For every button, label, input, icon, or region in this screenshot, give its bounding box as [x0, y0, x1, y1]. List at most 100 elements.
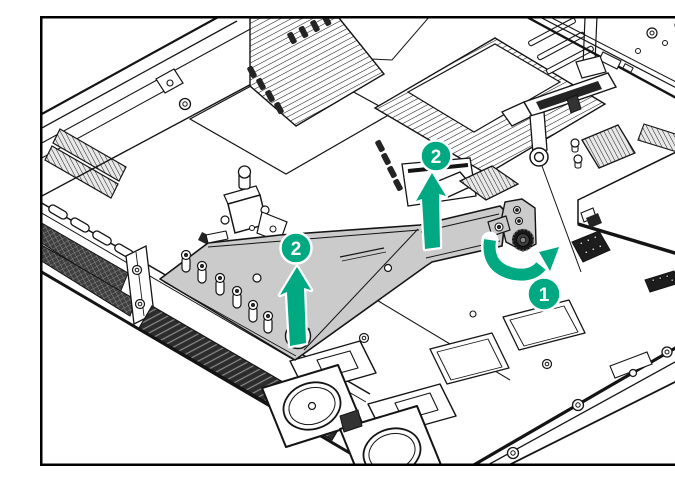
- wall-slot: [609, 351, 653, 379]
- rear-wall-edge: [537, 16, 675, 88]
- panel-edge: [541, 165, 582, 273]
- bracket-hole: [517, 219, 521, 223]
- riser-heatsink-fins: [458, 165, 520, 201]
- support-foot: [575, 55, 607, 79]
- rear-wall: [524, 16, 675, 99]
- dimm-latch: [393, 178, 403, 192]
- dimm-latches: [247, 16, 403, 192]
- guide-pin-cap: [237, 165, 252, 179]
- cage-edge-line: [207, 229, 420, 248]
- curved-rotate-arrow-icon: [483, 239, 546, 281]
- up-arrow-icon: [280, 267, 311, 346]
- screw-hole: [628, 368, 638, 378]
- screw-hole: [662, 40, 668, 46]
- thumbscrew-knob-icon[interactable]: [511, 228, 535, 252]
- heatsink-top-plate: [406, 43, 562, 133]
- fan-bracket: [339, 409, 363, 433]
- screw-hole: [664, 349, 670, 355]
- screw-hole: [269, 225, 277, 233]
- cage-slot: [341, 251, 387, 262]
- cage-edge-line: [303, 228, 419, 351]
- header-pins: [651, 274, 674, 282]
- dimm-latch: [287, 31, 297, 45]
- wall-edge: [485, 361, 675, 466]
- vent-band: [637, 123, 675, 152]
- standoff-bracket: [198, 165, 288, 250]
- wall-edge: [506, 380, 675, 466]
- cage-slot: [339, 247, 385, 258]
- server-riser-removal-diagram: 2 2 1: [40, 16, 675, 466]
- slot-cover-bar: [44, 145, 119, 199]
- psu-connector: [586, 213, 602, 228]
- floor-cutout: [429, 332, 510, 385]
- callout-badge: [419, 139, 453, 173]
- post-foot: [533, 151, 545, 163]
- screw-hole: [134, 267, 140, 273]
- dimm-latch: [265, 89, 275, 103]
- thumbscrew-center: [519, 236, 527, 244]
- slot-opening: [536, 81, 602, 110]
- cage-standoff-pins: [180, 249, 274, 334]
- dimm-latch: [247, 65, 257, 79]
- screw-hole: [249, 225, 255, 231]
- slot-cover-bar: [52, 128, 127, 182]
- up-arrow-icon: [416, 173, 446, 249]
- screw-hole: [469, 310, 477, 318]
- screw-hole: [510, 450, 516, 456]
- panel-slot: [48, 204, 68, 220]
- callout-step-2-lower: 2: [279, 231, 313, 265]
- psu-enclosure: [577, 151, 675, 254]
- dimm-latch: [256, 77, 266, 91]
- screw-hole: [575, 402, 581, 408]
- power-supply-bay: [571, 151, 675, 293]
- rail-edge: [40, 16, 221, 116]
- screw-hole: [182, 101, 188, 107]
- connector-pins: [579, 235, 603, 255]
- riser-cage: [159, 198, 537, 361]
- floor-cutout-inner: [436, 338, 503, 381]
- bracket-hole: [496, 224, 502, 230]
- panel-slot: [92, 230, 112, 246]
- screw-hole: [166, 79, 174, 87]
- screw-hole: [649, 30, 655, 36]
- callout-number: 2: [431, 147, 442, 168]
- fan-hub: [307, 401, 317, 411]
- dimm-latch: [298, 25, 309, 39]
- screw-hole: [361, 335, 367, 341]
- cage-edge-line: [163, 281, 297, 357]
- dimm-latch: [381, 152, 391, 166]
- vent-mesh: [40, 243, 137, 317]
- callout-step-1: 1: [526, 276, 562, 312]
- callout-number: 1: [539, 285, 550, 306]
- rear-wall-edge: [551, 17, 675, 82]
- panel-slot: [70, 217, 90, 233]
- retainer-clip: [566, 94, 582, 114]
- diagram-canvas: 2 2 1: [40, 16, 675, 466]
- rear-wall-edge: [524, 16, 675, 99]
- bracket-post: [529, 111, 548, 155]
- cage-hole: [383, 263, 393, 273]
- curved-rotate-arrow-head: [539, 247, 559, 271]
- thumbscrew-knurl: [511, 228, 535, 252]
- screw-hole: [544, 361, 550, 367]
- fan-bore: [282, 381, 342, 431]
- screw-hole: [137, 301, 143, 307]
- rear-support-bracket: [501, 16, 675, 273]
- callout-badge: [279, 231, 313, 265]
- dimm-latch: [387, 165, 397, 179]
- small-heatsink-fins: [581, 124, 636, 169]
- dimm-latch: [375, 139, 385, 153]
- rail-edge: [40, 26, 255, 145]
- support-edge: [582, 17, 586, 67]
- fan-bore-inner: [288, 386, 336, 426]
- power-connector: [571, 230, 611, 263]
- bracket-hole: [515, 208, 519, 212]
- callout-step-2-upper: 2: [419, 139, 453, 173]
- step-annotations: 2 2 1: [277, 139, 562, 349]
- rear-port: [622, 63, 634, 73]
- cage-hole: [252, 273, 262, 283]
- standoff-pin: [570, 138, 580, 148]
- dimm-slot: [546, 45, 594, 75]
- screw-hole: [635, 48, 641, 54]
- standoff-pin: [573, 154, 583, 164]
